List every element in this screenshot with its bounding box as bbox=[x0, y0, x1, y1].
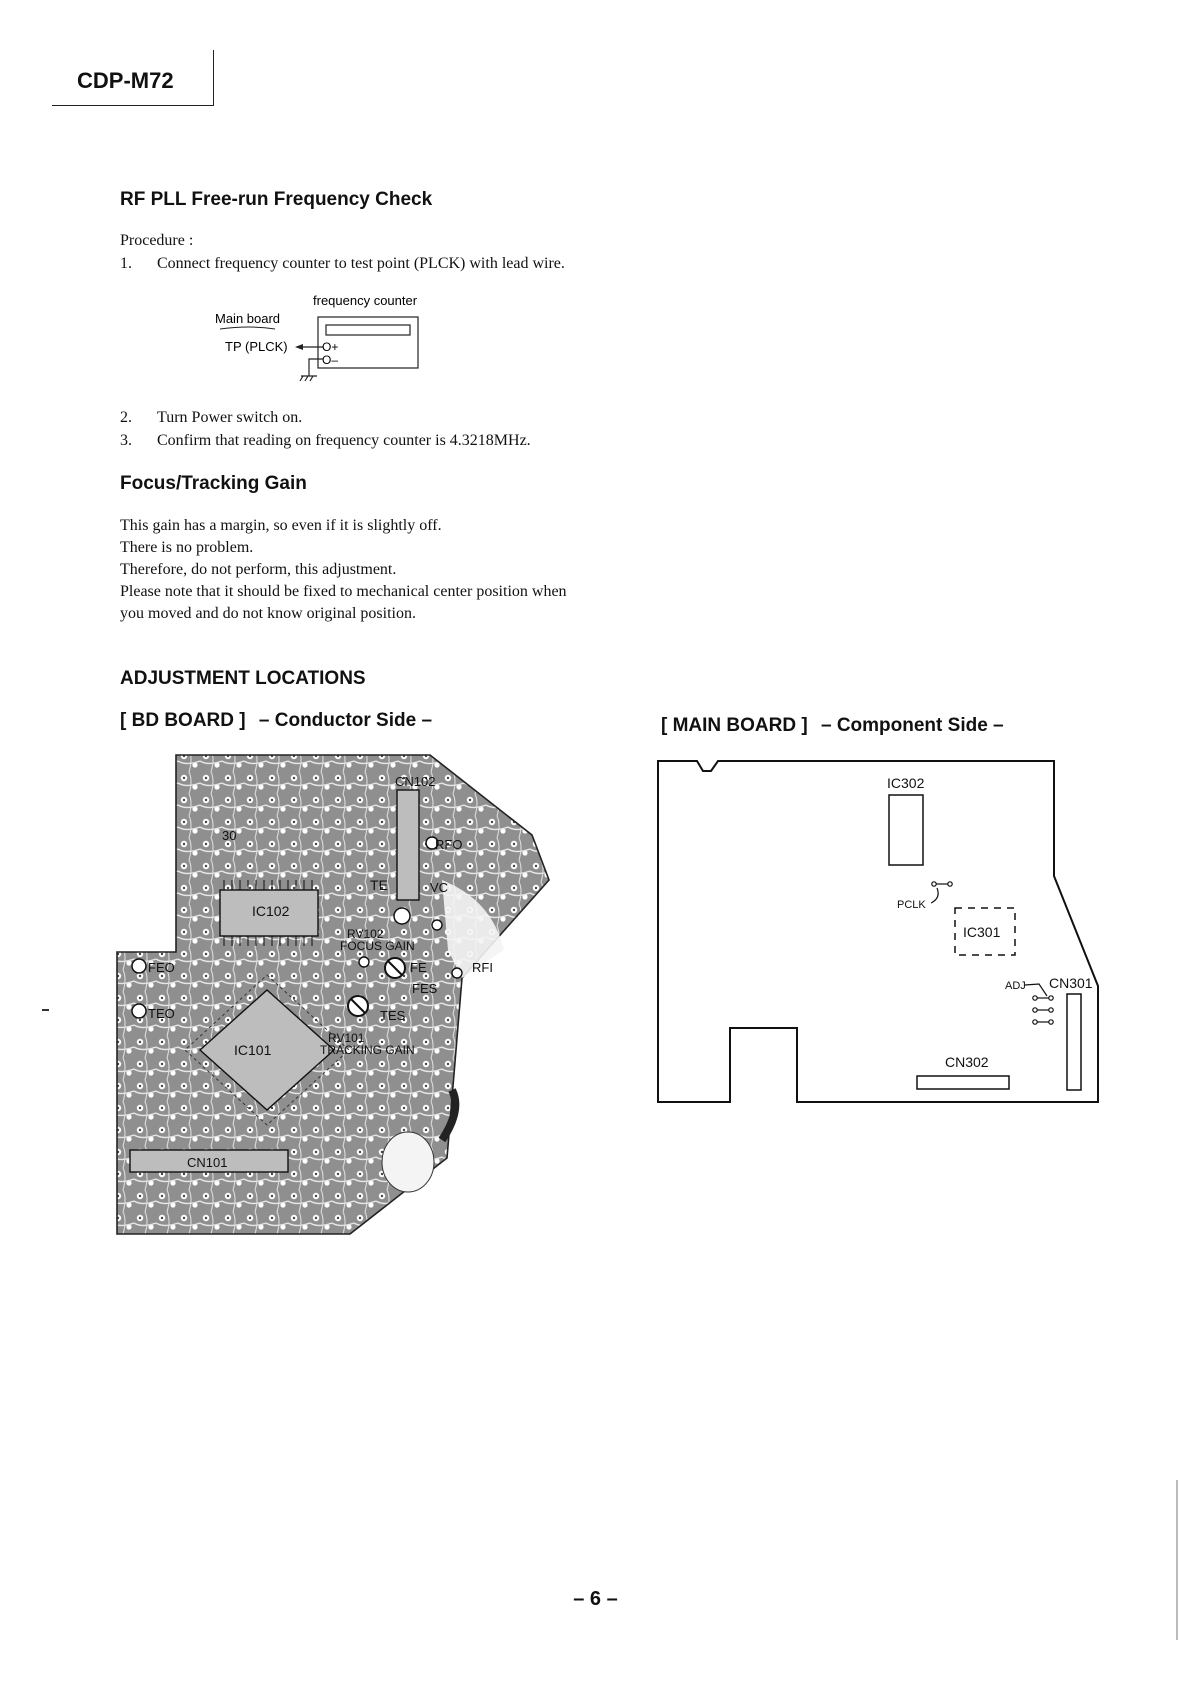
bd-label-teo: TEO bbox=[148, 1006, 175, 1021]
bd-label-rfo: RFO bbox=[435, 837, 462, 852]
main-board-side: – Component Side – bbox=[820, 715, 1004, 736]
step-number: 2. bbox=[120, 409, 132, 426]
bd-board-heading: [ BD BOARD ] – Conductor Side – bbox=[120, 710, 432, 732]
focus-tracking-title: Focus/Tracking Gain bbox=[120, 473, 307, 494]
step-1: 1. Connect frequency counter to test poin… bbox=[120, 253, 565, 275]
bd-label-tracking-gain: TRACKING GAIN bbox=[320, 1043, 415, 1057]
bd-label-te: TE bbox=[370, 877, 388, 893]
bd-label-tes: TES bbox=[380, 1008, 406, 1023]
bd-label-fe: FE bbox=[410, 960, 427, 975]
text-line: Please note that it should be fixed to m… bbox=[120, 583, 567, 600]
bd-label-pin30: 30 bbox=[222, 828, 236, 843]
focus-tracking-text: This gain has a margin, so even if it is… bbox=[120, 515, 567, 625]
bd-board-diagram: CN102 RFO 30 IC102 TE VC FEO RV102 FOCUS… bbox=[112, 750, 592, 1240]
scan-mark bbox=[42, 1009, 49, 1011]
bd-label-ic101: IC101 bbox=[234, 1042, 272, 1058]
rf-pll-title: RF PLL Free-run Frequency Check bbox=[120, 189, 433, 210]
step-number: 1. bbox=[120, 255, 132, 272]
header-rule-vertical bbox=[213, 50, 214, 106]
text-line: This gain has a margin, so even if it is… bbox=[120, 517, 442, 534]
bd-board-outline bbox=[116, 754, 550, 1235]
bd-label-focus-gain: FOCUS GAIN bbox=[340, 939, 415, 953]
main-label-ic301: IC301 bbox=[963, 924, 1001, 940]
bd-label-vc: VC bbox=[430, 880, 448, 895]
bd-label-fes: FES bbox=[412, 981, 438, 996]
bd-board-title: [ BD BOARD ] bbox=[120, 710, 246, 731]
frequency-counter-diagram: frequency counter Main board TP (PLCK) O… bbox=[205, 292, 445, 392]
bd-label-rv102: RV102 bbox=[347, 927, 384, 941]
bd-label-rv101: RV101 bbox=[328, 1031, 365, 1045]
bd-label-feo: FEO bbox=[148, 960, 175, 975]
bd-label-cn101: CN101 bbox=[187, 1155, 227, 1170]
header-rule bbox=[52, 105, 214, 106]
main-board-diagram: IC302 PCLK IC301 ADJ CN301 CN302 bbox=[655, 758, 1115, 1108]
step-2: 2. Turn Power switch on. bbox=[120, 407, 302, 429]
minus-terminal: O– bbox=[322, 353, 338, 367]
text-line: There is no problem. bbox=[120, 539, 254, 556]
tp-label: TP (PLCK) bbox=[225, 339, 288, 354]
step-text: Turn Power switch on. bbox=[157, 409, 303, 426]
main-label-ic302: IC302 bbox=[887, 775, 925, 791]
bd-label-ic102: IC102 bbox=[252, 903, 290, 919]
model-name: CDP-M72 bbox=[77, 68, 174, 93]
plus-terminal: O+ bbox=[322, 340, 338, 354]
bd-label-rfi: RFI bbox=[472, 960, 493, 975]
main-board-outline bbox=[657, 760, 1099, 1103]
step-text: Confirm that reading on frequency counte… bbox=[157, 432, 531, 449]
board-label: Main board bbox=[215, 311, 280, 326]
main-label-pclk: PCLK bbox=[897, 899, 926, 911]
main-label-adj: ADJ bbox=[1005, 980, 1026, 992]
main-label-cn302: CN302 bbox=[945, 1054, 989, 1070]
text-line: you moved and do not know original posit… bbox=[120, 605, 416, 622]
main-board-title: [ MAIN BOARD ] bbox=[661, 715, 808, 736]
adjustment-title: ADJUSTMENT LOCATIONS bbox=[120, 668, 366, 689]
step-3: 3. Confirm that reading on frequency coun… bbox=[120, 430, 531, 452]
main-board-heading: [ MAIN BOARD ] – Component Side – bbox=[661, 715, 1004, 737]
counter-label: frequency counter bbox=[313, 293, 418, 308]
procedure-label: Procedure : bbox=[120, 232, 194, 249]
step-text: Connect frequency counter to test point … bbox=[157, 255, 565, 272]
main-label-cn301: CN301 bbox=[1049, 975, 1093, 991]
bd-label-cn102: CN102 bbox=[395, 774, 435, 789]
bd-board-side: – Conductor Side – bbox=[258, 710, 433, 731]
scan-edge-mark bbox=[1176, 1480, 1178, 1640]
step-number: 3. bbox=[120, 432, 132, 449]
text-line: Therefore, do not perform, this adjustme… bbox=[120, 561, 397, 578]
page-number: – 6 – bbox=[573, 1588, 618, 1610]
